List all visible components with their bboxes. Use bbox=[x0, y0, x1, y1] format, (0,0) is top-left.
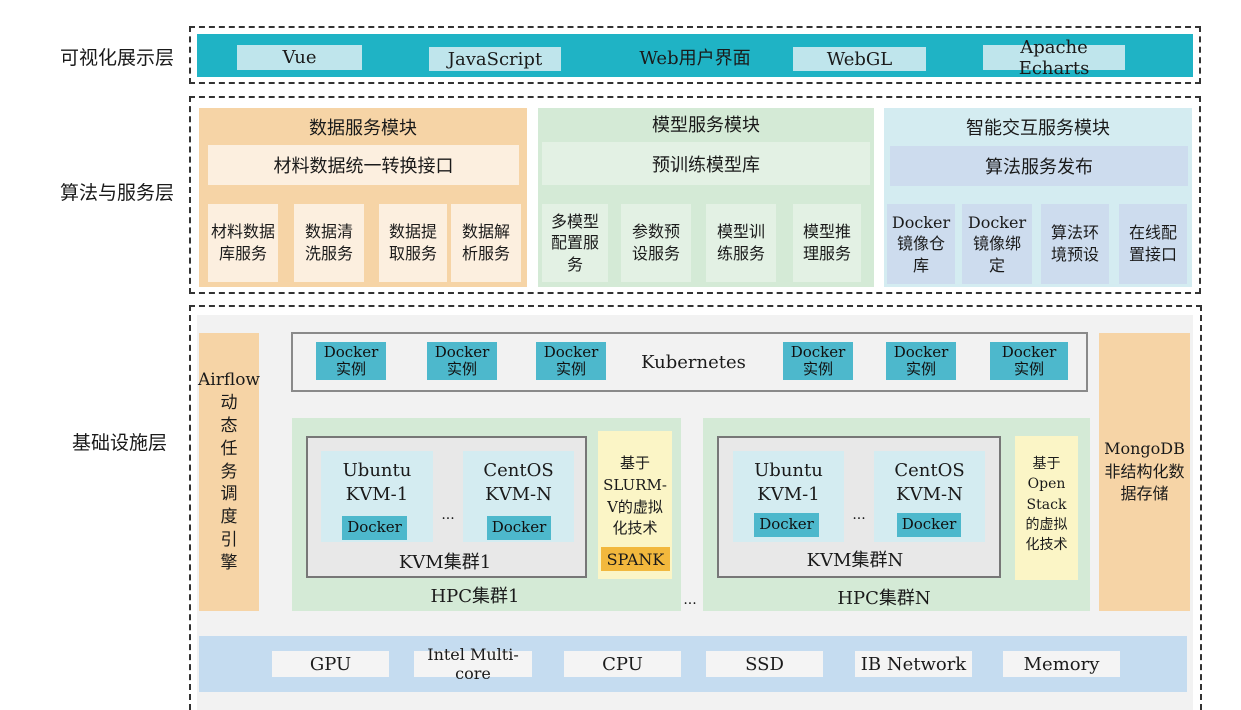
tech-javascript: JavaScript bbox=[429, 47, 561, 71]
web-user-interface-label: Web用户界面 bbox=[639, 48, 751, 69]
algorithm-service-publish: 算法服务发布 bbox=[890, 146, 1188, 186]
service-algorithm-env-preset: 算法环 境预设 bbox=[1041, 204, 1109, 284]
model-service-module-title: 模型服务模块 bbox=[652, 115, 760, 136]
hw-intel-multi-core: Intel Multi-core bbox=[414, 645, 532, 683]
vm-centos-kvm-n: CentOS KVM-N bbox=[463, 451, 574, 542]
layer-label-visualization: 可视化展示层 bbox=[60, 47, 175, 69]
docker-instance-2: Docker 实例 bbox=[427, 342, 497, 380]
vm-ellipsis-1: ... bbox=[441, 507, 455, 523]
algorithm-service-layer-frame bbox=[189, 96, 1201, 294]
hw-gpu: GPU bbox=[272, 651, 389, 677]
vm-ellipsis-n: ... bbox=[852, 507, 866, 523]
openstack-virtualization-note: 基于 Open Stack 的虚拟 化技术 bbox=[1015, 436, 1078, 580]
service-model-training: 模型训 练服务 bbox=[706, 204, 776, 282]
layer-label-algorithm-service: 算法与服务层 bbox=[60, 182, 175, 204]
service-docker-image-binding: Docker 镜像绑 定 bbox=[962, 204, 1032, 284]
docker-vm-centos-n: Docker bbox=[897, 513, 961, 537]
service-data-extraction: 数据提 取服务 bbox=[379, 204, 447, 282]
hw-memory: Memory bbox=[1003, 651, 1120, 677]
docker-instance-3: Docker 实例 bbox=[536, 342, 606, 380]
service-data-cleaning: 数据清 洗服务 bbox=[294, 204, 364, 282]
kubernetes-label: Kubernetes bbox=[641, 352, 746, 373]
material-data-unified-interface: 材料数据统一转换接口 bbox=[208, 145, 519, 185]
tech-webgl: WebGL bbox=[793, 47, 926, 71]
service-material-database: 材料数据 库服务 bbox=[208, 204, 278, 282]
layer-label-infrastructure: 基础设施层 bbox=[72, 432, 168, 454]
docker-vm-centos-1: Docker bbox=[487, 516, 551, 540]
kvm-cluster-1-label: KVM集群1 bbox=[398, 552, 492, 573]
tech-apache-echarts: Apache Echarts bbox=[983, 37, 1125, 79]
service-parameter-preset: 参数预 设服务 bbox=[621, 204, 691, 282]
hw-ib-network: IB Network bbox=[855, 651, 972, 677]
service-data-parsing: 数据解 析服务 bbox=[451, 204, 521, 282]
smart-interaction-module-title: 智能交互服务模块 bbox=[966, 118, 1110, 139]
spank-badge: SPANK bbox=[601, 547, 670, 571]
infrastructure-layer-frame bbox=[189, 305, 1202, 710]
docker-vm-ubuntu-n: Docker bbox=[754, 513, 819, 537]
service-online-config-interface: 在线配 置接口 bbox=[1119, 204, 1187, 284]
mongodb-unstructured-storage: MongoDB 非结构化数 据存储 bbox=[1099, 333, 1190, 611]
hw-cpu: CPU bbox=[564, 651, 681, 677]
visualization-layer-frame bbox=[189, 26, 1201, 84]
service-multi-model-config: 多模型 配置服 务 bbox=[542, 204, 608, 282]
docker-instance-4: Docker 实例 bbox=[783, 342, 853, 380]
data-service-module-title: 数据服务模块 bbox=[309, 118, 417, 139]
service-model-inference: 模型推 理服务 bbox=[793, 204, 861, 282]
hpc-cluster-1-label: HPC集群1 bbox=[430, 586, 520, 607]
pretrained-model-library: 预训练模型库 bbox=[542, 142, 870, 185]
kvm-cluster-n-label: KVM集群N bbox=[806, 550, 904, 571]
hpc-cluster-n-label: HPC集群N bbox=[837, 588, 931, 609]
docker-instance-1: Docker 实例 bbox=[316, 342, 386, 380]
airflow-task-scheduler: Airflow 动 态 任 务 调 度 引 擎 bbox=[198, 333, 260, 611]
docker-instance-5: Docker 实例 bbox=[886, 342, 956, 380]
hw-ssd: SSD bbox=[706, 651, 823, 677]
hpc-ellipsis: ... bbox=[683, 592, 697, 608]
service-docker-image-repo: Docker 镜像仓 库 bbox=[887, 204, 955, 284]
docker-vm-ubuntu-1: Docker bbox=[342, 516, 407, 540]
tech-vue: Vue bbox=[237, 45, 362, 70]
docker-instance-6: Docker 实例 bbox=[990, 342, 1068, 380]
